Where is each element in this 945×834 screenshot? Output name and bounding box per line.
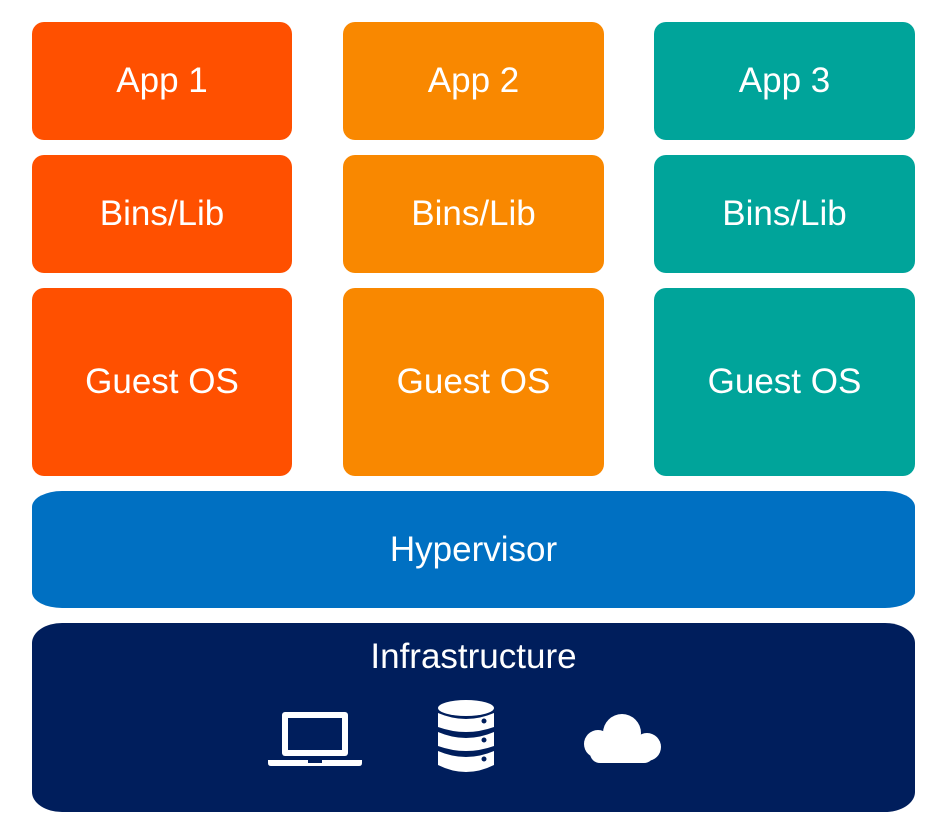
- app-3-block: App 3: [654, 22, 915, 140]
- guest-os-2-block: Guest OS: [343, 288, 604, 476]
- laptop-icon: [268, 712, 362, 766]
- database-icon: [438, 700, 494, 772]
- app-1-block: App 1: [32, 22, 292, 140]
- infrastructure-title: Infrastructure: [370, 637, 577, 676]
- guest-os-1-block: Guest OS: [32, 288, 292, 476]
- guest-os-3-block: Guest OS: [654, 288, 915, 476]
- cloud-icon: [584, 714, 661, 763]
- bins-lib-2-block: Bins/Lib: [343, 155, 604, 273]
- infrastructure-layer: Infrastructure: [32, 623, 915, 812]
- bins-lib-3-block: Bins/Lib: [654, 155, 915, 273]
- hypervisor-layer: Hypervisor: [32, 491, 915, 608]
- app-2-block: App 2: [343, 22, 604, 140]
- bins-lib-1-block: Bins/Lib: [32, 155, 292, 273]
